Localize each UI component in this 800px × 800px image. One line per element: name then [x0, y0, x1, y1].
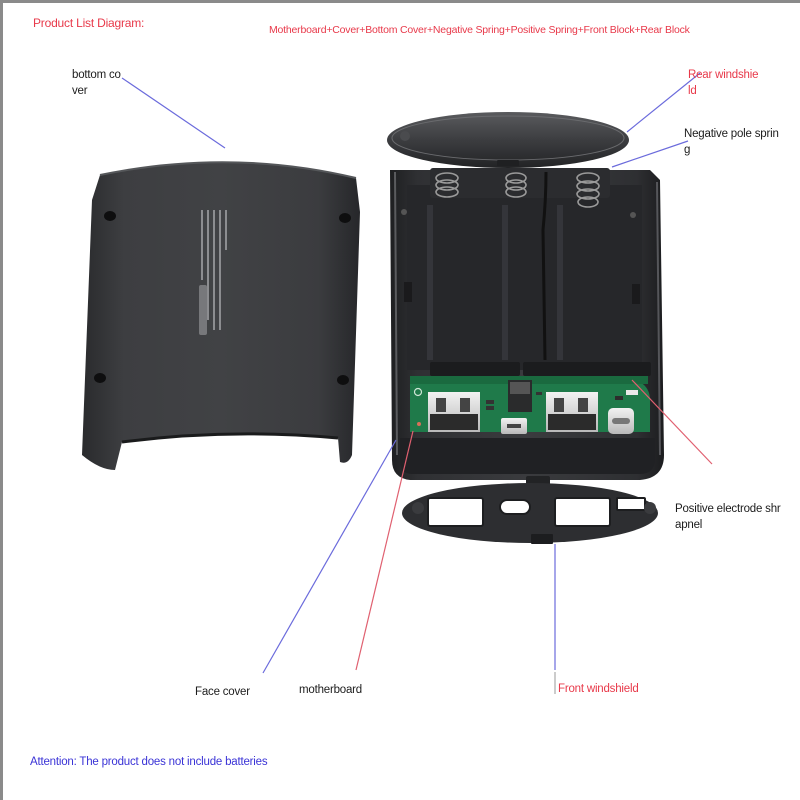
screw-hole: [94, 373, 106, 383]
attention-note: Attention: The product does not include …: [30, 756, 268, 768]
negative-spring: [435, 172, 600, 208]
motherboard-part: [410, 362, 651, 434]
screw-hole: [337, 375, 349, 385]
front-windshield-part: [402, 476, 658, 544]
component-list: Motherboard+Cover+Bottom Cover+Negative …: [269, 24, 690, 36]
bottom-cover-part: [82, 161, 360, 471]
rear-windshield-part: [387, 112, 629, 168]
screw-hole: [104, 211, 116, 221]
leader-motherboard: [355, 430, 414, 671]
callout-bottom-cover: bottom co ver: [72, 69, 121, 97]
callout-motherboard: motherboard: [299, 684, 363, 696]
leader-face-cover: [262, 439, 397, 674]
callout-negative-spring: Negative pole sprin g: [684, 128, 779, 156]
callout-face-cover: Face cover: [195, 686, 250, 698]
diagram-title: Product List Diagram:: [33, 16, 145, 30]
usb-a-port: [546, 392, 598, 432]
leader-rear-windshield: [626, 72, 701, 133]
usb-a-port: [428, 392, 480, 432]
callout-front-windshield: Front windshield: [558, 683, 639, 695]
spec-print: [199, 210, 227, 335]
leader-negative-spring: [611, 140, 689, 168]
callout-positive-shrapnel: Positive electrode shr apnel: [675, 503, 781, 531]
leader-bottom-cover: [121, 77, 226, 149]
screw-hole: [339, 213, 351, 223]
callout-rear-windshield: Rear windshie ld: [688, 69, 759, 97]
leader-positive-shrapnel: [631, 379, 713, 465]
